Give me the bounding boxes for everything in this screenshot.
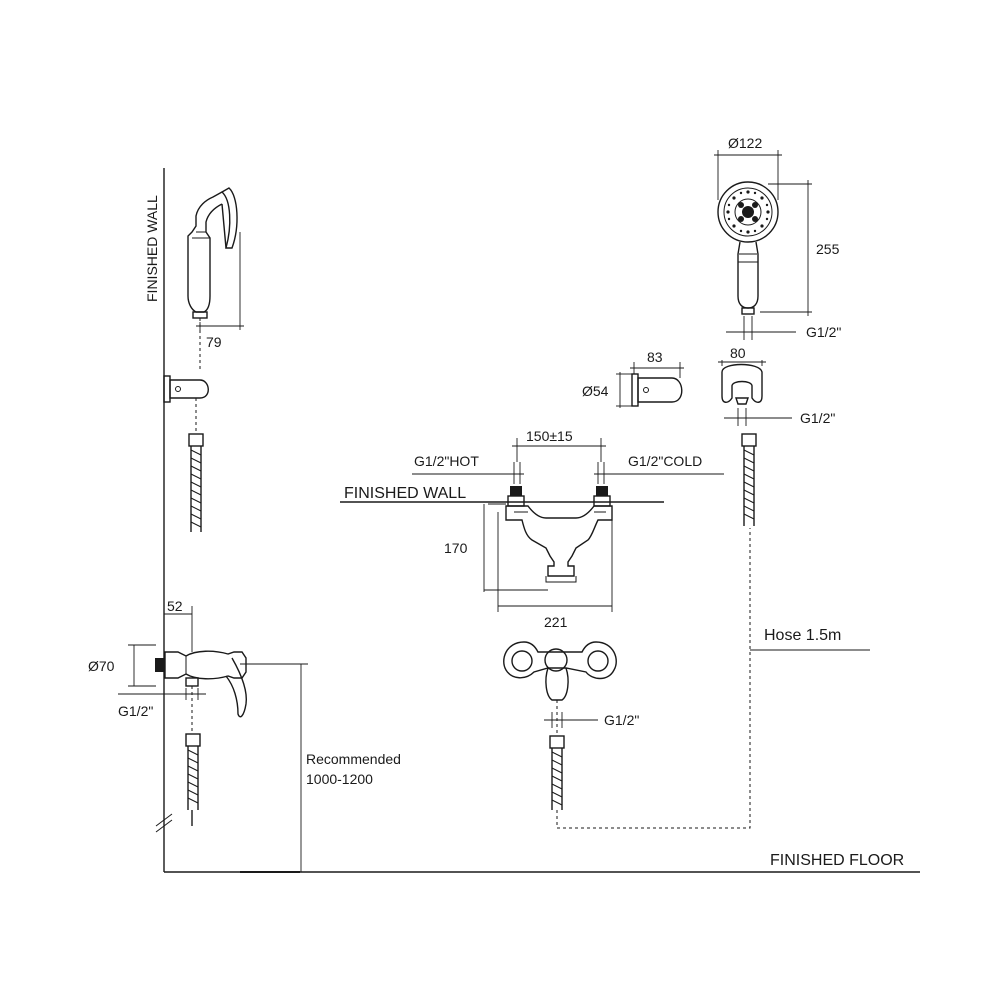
dim-handshower-depth: 79 [206, 334, 222, 350]
wall-outlet: 83 Ø54 [582, 349, 684, 408]
upper-hose-side [188, 433, 204, 532]
side-view: FINISHED WALL FINISHED FLOOR 79 [88, 168, 920, 873]
mixer-top-view: FINISHED WALL G1/2"HOT G1/2"COLD 150±15 [340, 428, 724, 630]
finished-wall-vertical-label: FINISHED WALL [144, 195, 160, 302]
dim-mixer-diameter: Ø70 [88, 658, 115, 674]
cold-inlet: G1/2"COLD [593, 453, 724, 507]
cold-inlet-label: G1/2"COLD [628, 453, 702, 469]
hose-length-label: Hose 1.5m [764, 627, 841, 644]
dim-handshower-thread: G1/2" [806, 324, 841, 340]
mixer-front-view: G1/2" Hose 1.5m [503, 528, 870, 829]
hose-route [556, 528, 751, 829]
recommended-range: 1000-1200 [306, 771, 373, 787]
finished-wall-horizontal-label: FINISHED WALL [344, 485, 466, 502]
handshower-side [187, 187, 238, 372]
finished-floor-label: FINISHED FLOOR [770, 852, 904, 869]
dim-mixer-depth: 52 [167, 598, 183, 614]
dim-holder-width: 80 [730, 345, 746, 361]
dim-mixer-height: 170 [444, 540, 468, 556]
dim-wall-outlet-diameter: Ø54 [582, 383, 609, 399]
mixer-side [155, 650, 247, 734]
hot-inlet-label: G1/2"HOT [414, 453, 479, 469]
dim-mixer-width: 221 [544, 614, 568, 630]
lower-hose-side [185, 733, 201, 826]
dim-holder-thread: G1/2" [800, 410, 835, 426]
dim-handshower-length: 255 [816, 241, 840, 257]
dim-inlet-centers: 150±15 [526, 428, 573, 444]
dim-front-outlet-thread: G1/2" [604, 712, 639, 728]
dim-wall-outlet-length: 83 [647, 349, 663, 365]
dim-handshower-diameter: Ø122 [728, 135, 762, 151]
handshower-front: Ø122 255 G1/2" [714, 135, 841, 340]
dim-mixer-outlet-thread: G1/2" [118, 703, 153, 719]
wall-holder-side [163, 375, 209, 434]
recommended-label: Recommended [306, 751, 401, 767]
hot-inlet: G1/2"HOT [412, 453, 525, 507]
handshower-holder-front: 80 G1/2" [718, 345, 835, 526]
spray-nozzles [726, 190, 770, 234]
